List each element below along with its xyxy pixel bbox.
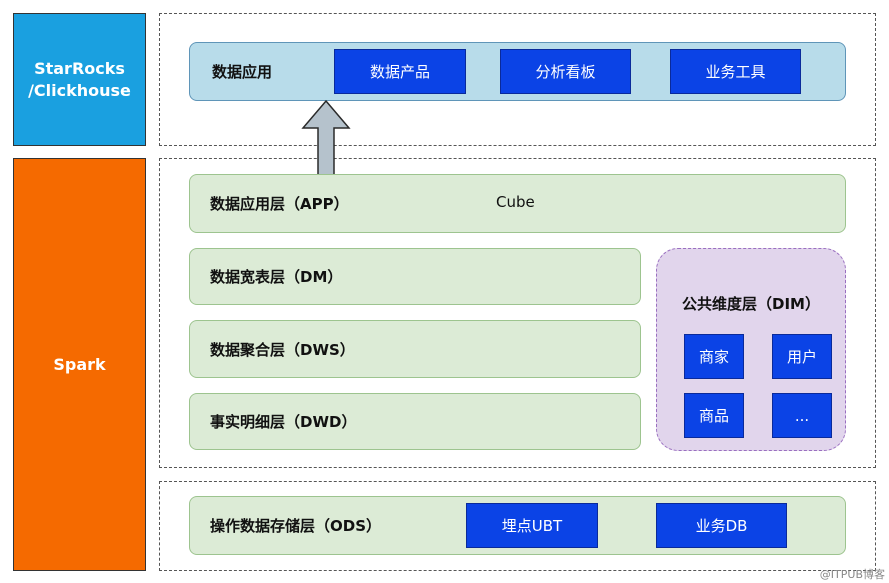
analysis-dashboard-tag: 分析看板 bbox=[500, 49, 631, 94]
watermark: @ITPUB博客 bbox=[819, 568, 885, 581]
layer-ods-label: 操作数据存储层（ODS） bbox=[210, 517, 382, 535]
ods-layer-frame bbox=[159, 481, 876, 571]
data-app-label: 数据应用 bbox=[212, 63, 273, 81]
dim-more-tag: ... bbox=[772, 393, 832, 438]
serving-layer-frame bbox=[159, 13, 876, 146]
data-product-tag: 数据产品 bbox=[334, 49, 466, 94]
layer-dm: 数据宽表层（DM） bbox=[189, 248, 641, 305]
dim-user-tag: 用户 bbox=[772, 334, 832, 379]
ods-business-db-tag: 业务DB bbox=[656, 503, 787, 548]
warehouse-layer-frame bbox=[159, 158, 876, 468]
dim-label: 公共维度层（DIM） bbox=[682, 295, 820, 313]
dim-merchant-tag: 商家 bbox=[684, 334, 744, 379]
arrow-up-icon bbox=[301, 99, 351, 176]
layer-dwd: 事实明细层（DWD） bbox=[189, 393, 641, 450]
ods-ubt-tag: 埋点UBT bbox=[466, 503, 598, 548]
starrocks-clickhouse-label: StarRocks /Clickhouse bbox=[13, 13, 146, 146]
layer-dws-label: 数据聚合层（DWS） bbox=[210, 340, 355, 359]
cube-label: Cube bbox=[496, 193, 535, 211]
layer-dws: 数据聚合层（DWS） bbox=[189, 320, 641, 378]
layer-dm-label: 数据宽表层（DM） bbox=[210, 268, 343, 286]
spark-label: Spark bbox=[13, 158, 146, 571]
layer-app: 数据应用层（APP） bbox=[189, 174, 846, 233]
business-tools-tag: 业务工具 bbox=[670, 49, 801, 94]
layer-app-label: 数据应用层（APP） bbox=[210, 195, 349, 213]
dim-product-tag: 商品 bbox=[684, 393, 744, 438]
layer-dwd-label: 事实明细层（DWD） bbox=[210, 413, 357, 431]
